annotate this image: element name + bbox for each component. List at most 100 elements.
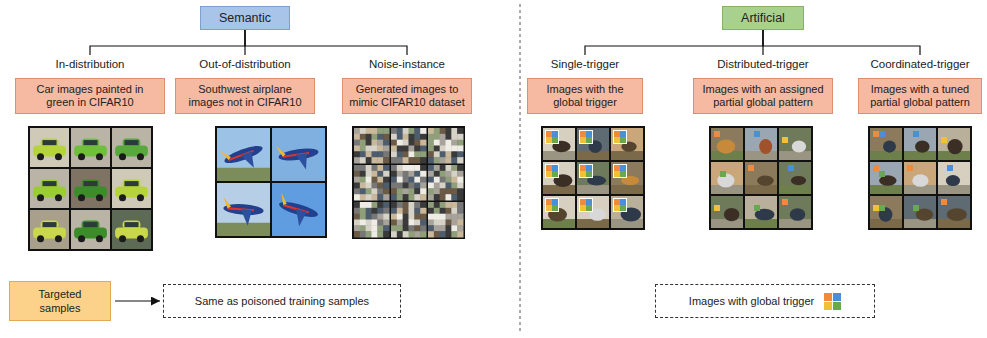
noise-pixel <box>409 128 415 134</box>
noise-pixel <box>383 165 389 171</box>
trigger-frame <box>713 130 727 144</box>
noise-pixel <box>383 188 389 194</box>
image-background <box>711 196 743 228</box>
noise-pixel <box>420 231 426 237</box>
car-window <box>124 222 138 227</box>
noise-pixel <box>409 157 415 163</box>
trigger-frame <box>713 198 727 212</box>
noise-pixel <box>414 177 420 183</box>
noise-pixel <box>354 151 360 157</box>
noise-pixel <box>440 165 446 171</box>
noise-pixel <box>354 128 360 134</box>
noise-pixel <box>360 157 366 163</box>
noise-pixel <box>366 214 372 220</box>
image-background <box>30 128 69 167</box>
image-cell <box>611 128 643 160</box>
noise-pixel <box>446 140 452 146</box>
noise-pixel <box>366 171 372 177</box>
trigger-patch <box>782 199 788 205</box>
noise-pixel <box>446 208 452 214</box>
image-cell <box>870 196 902 228</box>
image-background <box>71 169 110 208</box>
noise-pixel <box>372 208 378 214</box>
object <box>790 208 806 221</box>
trigger-patch <box>824 302 832 310</box>
noise-pixel <box>414 151 420 157</box>
noise-pixel <box>372 165 378 171</box>
noise-pixel <box>451 225 457 231</box>
image-cell <box>112 169 151 208</box>
car-wheel <box>137 235 144 242</box>
noise-pixel <box>366 134 372 140</box>
attack-type: Coordinated-triggerImages with a tuned p… <box>858 58 982 114</box>
noise-pixel <box>446 171 452 177</box>
ground <box>745 151 777 160</box>
noise-pixel <box>377 231 383 237</box>
noise-pixel <box>409 177 415 183</box>
noise-pixel <box>428 188 434 194</box>
noise-pixel <box>354 208 360 214</box>
noise-pixel <box>372 134 378 140</box>
noise-pixel <box>409 165 415 171</box>
noise-pixel <box>366 165 372 171</box>
noise-pixel <box>372 220 378 226</box>
trigger-patch <box>754 205 760 211</box>
object <box>946 175 960 186</box>
noise-pixel <box>414 140 420 146</box>
noise-pixel <box>354 146 360 152</box>
noise-pixel <box>377 128 383 134</box>
car-window <box>42 222 56 227</box>
noise-pixel <box>377 183 383 189</box>
ground <box>870 185 902 194</box>
airplane <box>221 196 264 226</box>
noise-pixel <box>420 188 426 194</box>
noise-pixel <box>403 231 409 237</box>
noise-pixel <box>372 194 378 200</box>
noise-pixel <box>446 157 452 163</box>
car-cabin <box>123 139 141 148</box>
image-cell <box>938 162 970 194</box>
branch-bracket <box>245 30 407 55</box>
ground <box>543 151 575 160</box>
section-divider <box>520 4 521 334</box>
trigger-patch <box>586 205 592 211</box>
car-wheel <box>119 235 126 242</box>
ground <box>217 168 270 181</box>
trigger-patch <box>879 131 885 137</box>
noise-pixel <box>428 157 434 163</box>
trigger-patch <box>941 199 947 205</box>
noise-pixel <box>451 140 457 146</box>
image-grid <box>352 126 465 239</box>
noise-pixel <box>383 208 389 214</box>
noise-pixel <box>366 140 372 146</box>
trigger-patch <box>947 165 953 171</box>
noise-pixel <box>414 146 420 152</box>
noise-pixel <box>434 183 440 189</box>
object <box>912 174 928 187</box>
noise-pixel <box>420 194 426 200</box>
grid-frame <box>709 126 813 230</box>
trigger-patch <box>614 199 620 205</box>
image-cell <box>112 128 151 167</box>
trigger-patch <box>833 293 841 301</box>
wing <box>292 209 307 227</box>
trigger-patch <box>620 165 626 171</box>
noise-pixel <box>403 220 409 226</box>
noise-pixel <box>409 151 415 157</box>
image-cell <box>428 202 464 238</box>
noise-pixel <box>457 220 463 226</box>
noise-pixel <box>383 194 389 200</box>
noise-pixel <box>366 128 372 134</box>
ground <box>611 151 643 160</box>
car-window <box>42 140 56 145</box>
noise-pixel <box>420 220 426 226</box>
box-label: Same as poisoned training samples <box>195 295 369 307</box>
ground <box>711 219 743 228</box>
image-cell <box>711 162 743 194</box>
image-background <box>779 196 811 228</box>
trigger-frame <box>747 198 761 212</box>
type-label: In-distribution <box>15 58 165 70</box>
noise-pixel <box>440 146 446 152</box>
group-title: Artificial <box>741 11 785 25</box>
noise-pixel <box>446 165 452 171</box>
